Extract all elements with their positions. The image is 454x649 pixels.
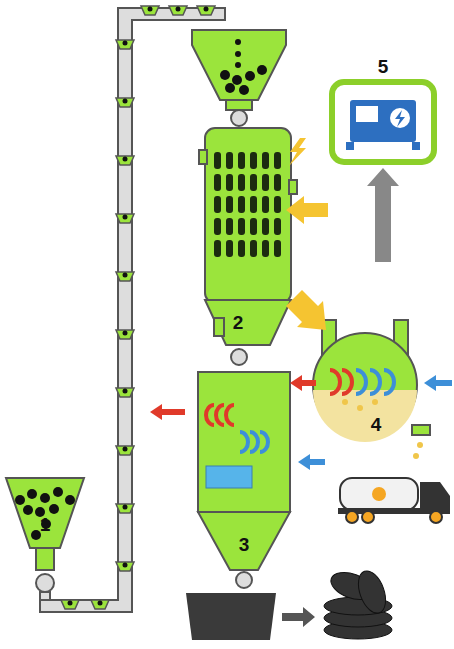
callout-number: 2 [233, 313, 244, 332]
callout-number: 1 [40, 515, 51, 534]
callout-number: 5 [378, 57, 389, 76]
conveyor-bucket [116, 98, 134, 107]
conveyor-bucket [116, 214, 134, 223]
conveyor-bucket [116, 330, 134, 339]
callout-number: 3 [239, 535, 250, 554]
conveyor-bucket [61, 600, 79, 609]
conveyor-bucket [116, 156, 134, 165]
conveyor-bucket [116, 446, 134, 455]
conveyor-bucket [116, 40, 134, 49]
conveyor-bucket [116, 388, 134, 397]
callout-number: 4 [371, 415, 382, 434]
conveyor-bucket [141, 6, 159, 15]
conveyor-bucket [116, 504, 134, 513]
conveyor-bucket [169, 6, 187, 15]
conveyor-bucket [197, 6, 215, 15]
conveyor-bucket [116, 272, 134, 281]
conveyor-bucket [91, 600, 109, 609]
conveyor-bucket [116, 562, 134, 571]
